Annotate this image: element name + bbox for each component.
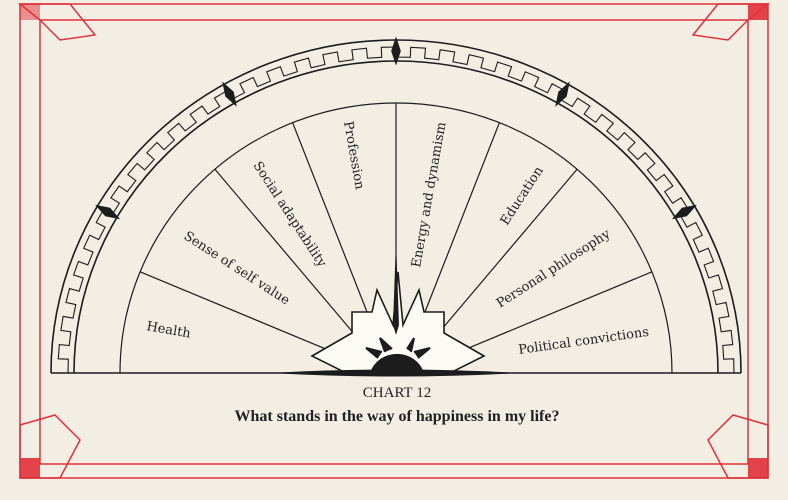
chart-number: CHART 12 bbox=[363, 385, 431, 401]
segment-label-education: Education bbox=[498, 163, 547, 228]
segment-label-profession: Profession bbox=[340, 120, 367, 191]
diamond-marker bbox=[671, 204, 697, 220]
sector-divider bbox=[214, 168, 356, 336]
chart-question: What stands in the way of happiness in m… bbox=[235, 408, 560, 425]
diamond-marker bbox=[555, 81, 570, 107]
sector-fan bbox=[119, 102, 673, 374]
segment-label-social-adaptability: Social adaptability bbox=[250, 159, 330, 271]
sector-divider bbox=[418, 122, 500, 327]
segment-label-political-convictions: Political convictions bbox=[517, 325, 649, 358]
diamond-marker bbox=[391, 36, 401, 66]
sector-divider bbox=[453, 271, 653, 355]
sector-divider bbox=[292, 122, 374, 327]
segment-label-health: Health bbox=[145, 319, 192, 342]
central-star-emblem bbox=[270, 240, 520, 377]
segment-label-personal-philosophy: Personal philosophy bbox=[494, 226, 614, 311]
sector-divider bbox=[436, 168, 578, 336]
diamond-marker bbox=[222, 81, 237, 107]
sector-divider bbox=[139, 271, 339, 355]
corner-ornaments bbox=[20, 4, 768, 478]
segment-label-energy-and-dynamism: Energy and dynamism bbox=[409, 121, 449, 269]
red-frame-border bbox=[17, 3, 771, 479]
diamond-marker bbox=[95, 204, 121, 220]
outer-decorative-band bbox=[50, 36, 742, 374]
